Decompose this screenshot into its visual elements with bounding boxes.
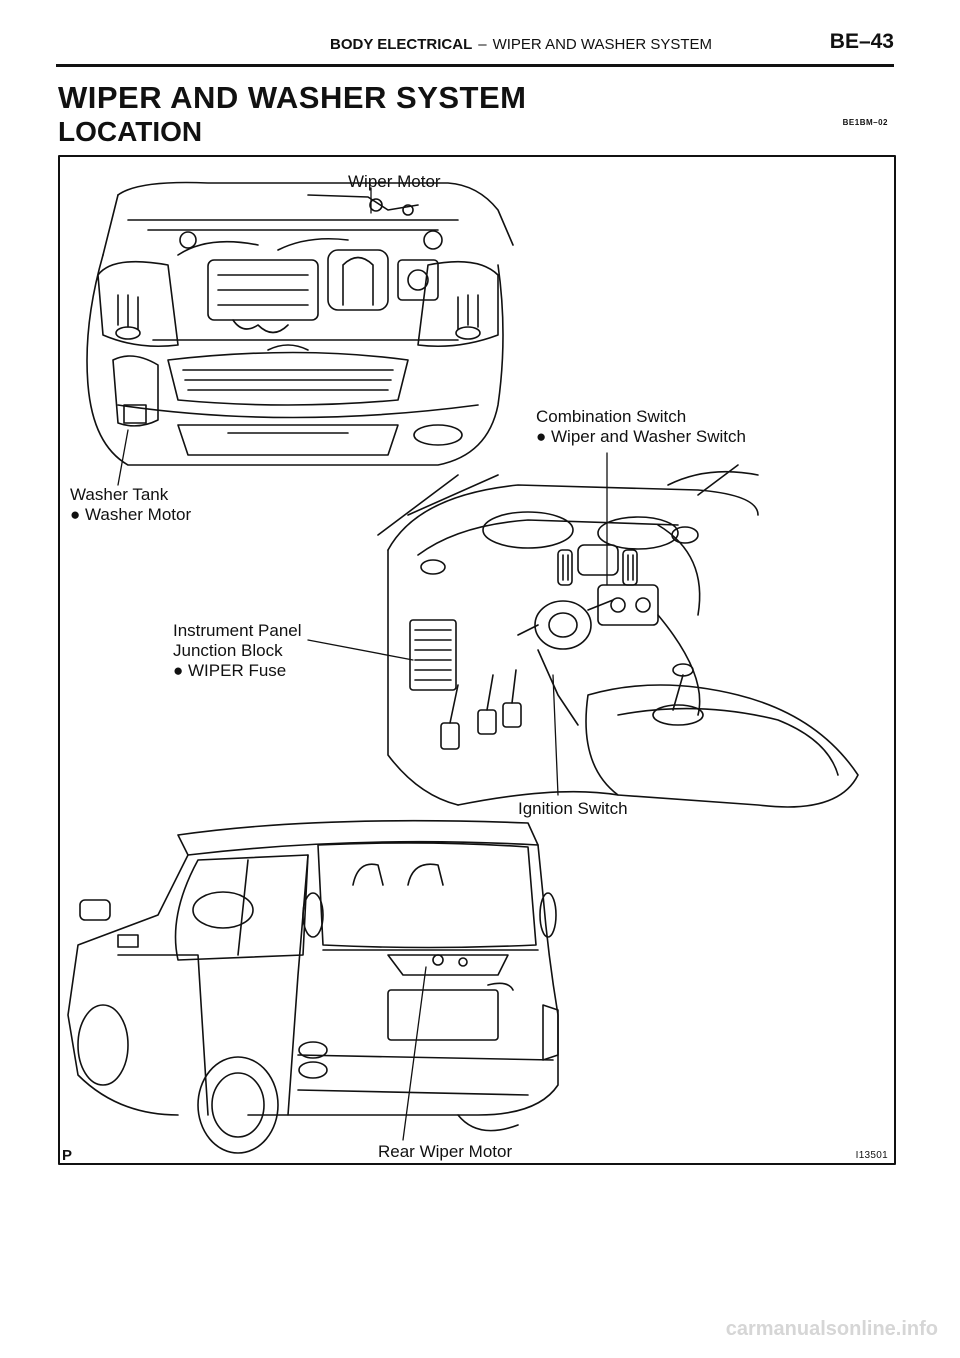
leader-ignition-switch xyxy=(552,674,559,796)
label-washer-tank: Washer Tank ● Washer Motor xyxy=(70,485,191,525)
rear-car-drawing xyxy=(67,819,559,1154)
figure-number: I13501 xyxy=(855,1150,888,1161)
label-rear-wiper-motor: Rear Wiper Motor xyxy=(378,1142,513,1161)
label-washer-tank-name: Washer Tank xyxy=(70,485,169,504)
label-combination-switch: Combination Switch ● Wiper and Washer Sw… xyxy=(536,407,746,447)
label-ignition-switch: Ignition Switch xyxy=(518,799,628,818)
label-wiper-motor: Wiper Motor xyxy=(348,172,441,191)
page-number: BE–43 xyxy=(829,30,894,53)
leader-washer-tank xyxy=(117,429,129,486)
leader-lines xyxy=(117,187,608,1141)
leader-rear-wiper-motor xyxy=(402,966,427,1141)
reference-code: BE1BM–02 xyxy=(842,118,888,127)
engine-bay-drawing xyxy=(86,181,514,466)
figure-border xyxy=(58,155,896,1165)
location-figure: Wiper Motor Combination Switch ● Wiper a… xyxy=(58,155,896,1165)
figure-drawing xyxy=(58,155,896,1165)
corner-mark: P xyxy=(62,1147,73,1164)
label-instrument-panel-line2: Junction Block xyxy=(173,641,283,660)
label-combination-switch-name: Combination Switch xyxy=(536,407,687,426)
header-rule xyxy=(56,64,894,67)
label-instrument-panel: Instrument Panel Junction Block ● WIPER … xyxy=(173,621,302,681)
header-subsection: WIPER AND WASHER SYSTEM xyxy=(492,36,713,53)
dashboard-drawing xyxy=(377,464,859,808)
header-separator: – xyxy=(478,36,487,53)
page-title: WIPER AND WASHER SYSTEM xyxy=(58,80,527,115)
label-wiper-washer-switch: ● Wiper and Washer Switch xyxy=(536,427,746,446)
running-header: BODY ELECTRICAL–WIPER AND WASHER SYSTEM xyxy=(330,36,712,53)
leader-junction-block xyxy=(307,639,414,661)
label-wiper-fuse: ● WIPER Fuse xyxy=(173,661,287,680)
header-section: BODY ELECTRICAL xyxy=(330,36,473,53)
watermark: carmanualsonline.info xyxy=(725,1318,938,1340)
section-title: LOCATION xyxy=(58,116,203,147)
label-washer-motor: ● Washer Motor xyxy=(70,505,192,524)
label-instrument-panel-line1: Instrument Panel xyxy=(173,621,302,640)
